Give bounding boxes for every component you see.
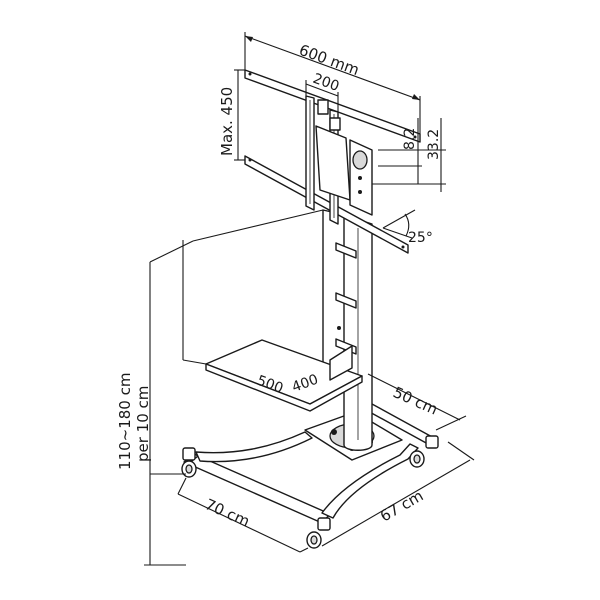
label-offset-large: 33.2	[426, 129, 442, 160]
label-base-width: 67 cm	[377, 487, 426, 526]
dimension-lines	[144, 32, 475, 566]
label-max-height: Max. 450	[218, 87, 236, 156]
caster-front-left	[181, 447, 197, 478]
base-right-curve	[321, 443, 419, 519]
adjust-clip	[335, 292, 357, 309]
label-tilt: 25°	[408, 230, 433, 246]
label-bracket-width: 600 mm	[297, 41, 362, 79]
label-base-depth: 50 cm	[390, 383, 440, 418]
label-height-step: per 10 cm	[134, 386, 152, 462]
base-frame	[183, 403, 435, 524]
label-base-length: 70 cm	[202, 495, 252, 530]
column	[322, 209, 373, 451]
shelf-bracket	[329, 345, 353, 381]
mount-head	[315, 125, 351, 201]
rail-bottom	[244, 155, 409, 254]
lock-tab	[317, 99, 329, 115]
tilt-knob	[352, 150, 368, 170]
caster-rear-right	[409, 435, 439, 468]
shelf	[205, 339, 363, 412]
bolt-hole	[331, 429, 337, 435]
label-height-range: 110~180 cm	[116, 373, 134, 470]
lock-tab	[329, 117, 341, 131]
base-left-curve	[195, 431, 313, 463]
adjust-clip	[335, 242, 357, 259]
rail-top	[244, 69, 421, 143]
caster-front-right	[306, 517, 331, 549]
label-offset-small: 8.2	[402, 128, 418, 150]
vesa-mount	[244, 69, 421, 254]
shelf-edge	[205, 363, 363, 412]
label-vesa-small: 200	[311, 71, 342, 95]
